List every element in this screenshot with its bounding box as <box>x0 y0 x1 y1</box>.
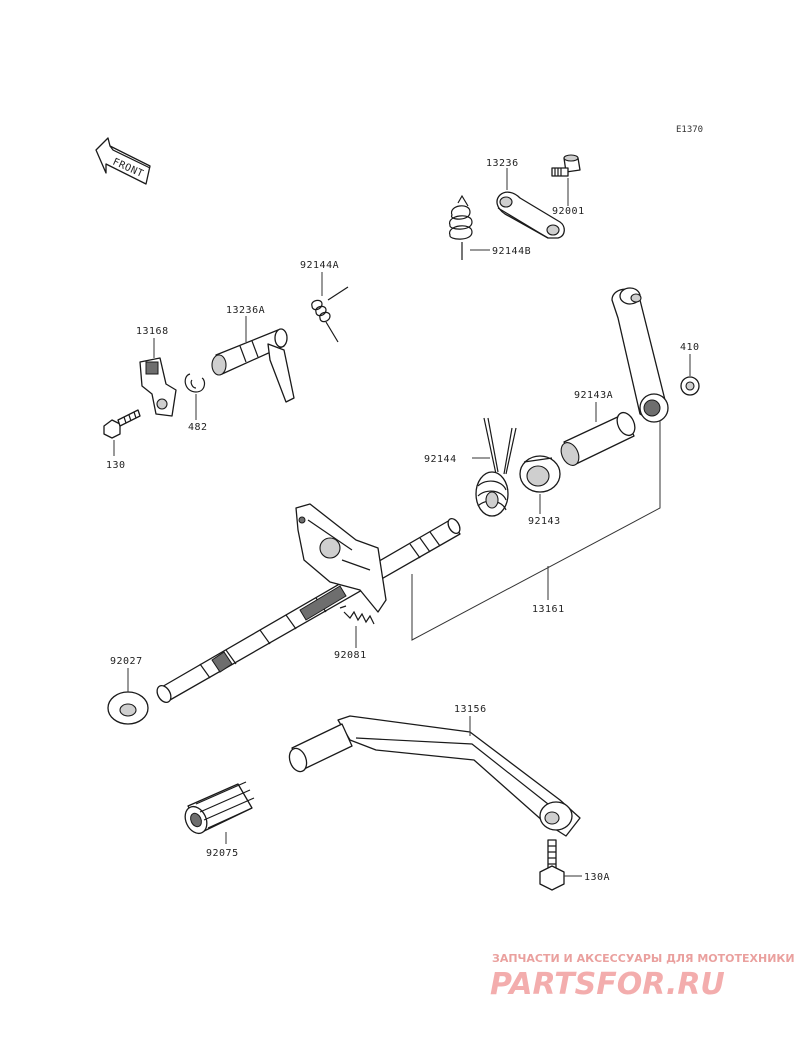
part-92144-spring <box>475 417 517 517</box>
part-13236-plate <box>496 191 565 239</box>
part-92143-bushing <box>519 455 561 493</box>
part-92143A-collar <box>560 411 636 466</box>
label-92081: 92081 <box>334 650 367 661</box>
label-92144: 92144 <box>424 454 457 465</box>
label-92027: 92027 <box>110 656 143 667</box>
label-13156: 13156 <box>454 704 487 715</box>
front-arrow-icon: FRONT <box>95 137 151 185</box>
part-482-clip <box>184 373 206 393</box>
part-13156-pedal <box>288 715 581 837</box>
part-410-link-arm <box>611 287 669 423</box>
label-13236: 13236 <box>486 158 519 169</box>
part-92001-bolt <box>551 154 581 177</box>
label-13161: 13161 <box>532 604 565 615</box>
part-130A-bolt <box>539 839 565 891</box>
label-92143A: 92143A <box>574 390 613 401</box>
part-130-bolt <box>103 409 141 439</box>
part-92027-washer <box>107 691 149 725</box>
label-482: 482 <box>188 422 208 433</box>
diagram-code: E1370 <box>676 125 703 135</box>
label-92001: 92001 <box>552 206 585 217</box>
label-92144A: 92144A <box>300 260 339 271</box>
label-92143: 92143 <box>528 516 561 527</box>
part-92081-spring <box>339 605 375 625</box>
part-13161-shift-shaft <box>156 503 461 704</box>
label-130: 130 <box>106 460 126 471</box>
part-410-washer <box>680 376 700 396</box>
watermark-tagline: ЗАПЧАСТИ И АКСЕССУАРЫ ДЛЯ МОТОТЕХНИКИ <box>492 952 795 965</box>
label-92144B: 92144B <box>492 246 531 257</box>
part-92144B-spring <box>449 194 473 260</box>
part-13168-bracket <box>139 357 177 417</box>
watermark-site: PARTSFOR.RU <box>490 967 725 1002</box>
label-13236A: 13236A <box>226 305 265 316</box>
part-92075-rubber <box>184 781 255 835</box>
label-130A: 130A <box>584 872 610 883</box>
label-13168: 13168 <box>136 326 169 337</box>
label-92075: 92075 <box>206 848 239 859</box>
part-92144A-spring <box>311 286 349 343</box>
label-410: 410 <box>680 342 700 353</box>
part-13236A-shaft <box>211 328 295 403</box>
